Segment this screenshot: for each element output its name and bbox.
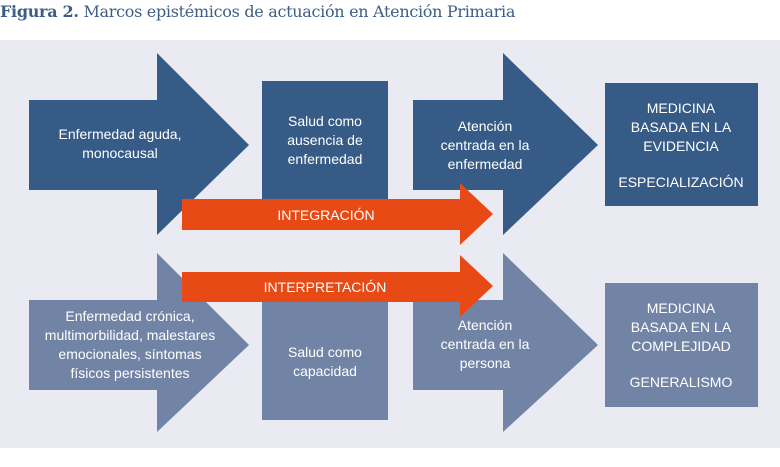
figure-title: Figura 2. Marcos epistémicos de actuació… [0,2,515,21]
bottom-arrow1-text: Enfermedad crónica,multimorbilidad, male… [45,308,215,381]
top-box-health-absence [262,81,388,206]
figure-label: Figura 2. [0,2,79,21]
top-arrow-disease-centered [413,53,598,235]
figure-caption: Marcos epistémicos de actuación en Atenc… [83,2,516,21]
interpretation-label: INTERPRETACIÓN [264,279,387,295]
bottom-box-complexity-medicine [605,283,758,407]
integration-arrow [182,183,493,245]
top-arrow-acute-disease [29,53,249,235]
top-arrow1-text: Enfermedad aguda,monocausal [59,126,182,161]
top-box-evidence-medicine [605,83,758,206]
integration-label: INTEGRACIÓN [277,207,374,223]
bottom-box-health-capacity [262,290,388,420]
interpretation-arrow [182,255,493,317]
bottom-arrow-person-centered [413,253,598,432]
bottom-row: Enfermedad crónica,multimorbilidad, male… [29,253,758,432]
